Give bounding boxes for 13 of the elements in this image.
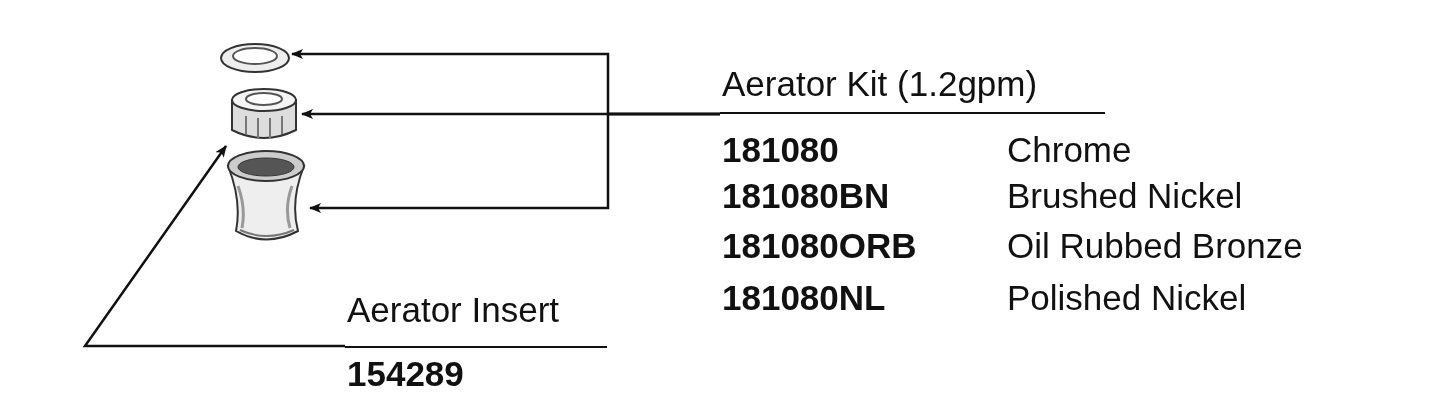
finish-name: Oil Rubbed Bronze: [1007, 226, 1303, 266]
leader-arrow: [309, 112, 720, 213]
kit-title: Aerator Kit (1.2gpm): [722, 64, 1038, 104]
insert-title: Aerator Insert: [347, 290, 560, 330]
finish-name: Chrome: [1007, 130, 1132, 170]
leader-arrow: [82, 145, 345, 348]
part-number: 181080BN: [722, 176, 890, 216]
finish-name: Polished Nickel: [1007, 278, 1247, 318]
part-number: 181080ORB: [722, 226, 917, 266]
part-number: 181080NL: [722, 278, 886, 318]
part-number: 181080: [722, 130, 839, 170]
part-number: 154289: [347, 354, 464, 394]
finish-name: Brushed Nickel: [1007, 176, 1243, 216]
